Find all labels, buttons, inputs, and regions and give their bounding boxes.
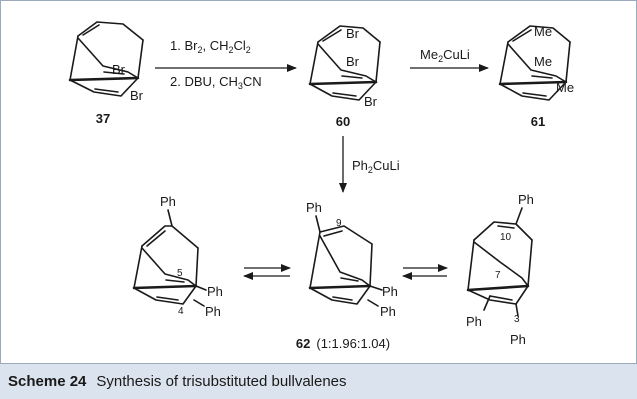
compound-60-br-3: Br: [364, 94, 378, 109]
reaction-scheme: Br Br 37 1. Br2, CH2Cl2 2. DBU, CH3CN Br…: [0, 0, 637, 364]
isomer-c-ph-2: Ph: [466, 314, 482, 329]
caption-text: Synthesis of trisubstituted bullvalenes: [96, 373, 347, 390]
compound-60-br-1: Br: [346, 26, 360, 41]
isomer-a-ph-3: Ph: [205, 304, 221, 319]
isomer-b-ph-2: Ph: [382, 284, 398, 299]
compound-62-label: 62(1:1.96:1.04): [296, 336, 390, 351]
compound-61-me-3: Me: [556, 80, 574, 95]
compound-37-label: 37: [96, 111, 110, 126]
compound-61-me-2: Me: [534, 54, 552, 69]
step1-reagent-line2: 2. DBU, CH3CN: [170, 74, 262, 91]
isomer-b-ph-1: Ph: [306, 200, 322, 215]
compound-37-structure: [68, 21, 144, 97]
isomer-a-ph-2: Ph: [207, 284, 223, 299]
isomer-c-locant-10: 10: [500, 232, 512, 243]
isomer-a-locant-5: 5: [177, 268, 183, 279]
isomer-c-locant-7: 7: [495, 270, 501, 281]
isomer-a-ph-1: Ph: [160, 194, 176, 209]
isomer-b-ph-3: Ph: [380, 304, 396, 319]
step2-reagent: Me2CuLi: [420, 47, 470, 64]
isomer-b-locant-9: 9: [336, 218, 342, 229]
isomer-c-ph-1: Ph: [518, 192, 534, 207]
compound-61-label: 61: [531, 114, 545, 129]
compound-60-structure: [308, 25, 381, 101]
isomer-c-structure: [466, 207, 533, 317]
step1-reagent-line1: 1. Br2, CH2Cl2: [170, 38, 251, 55]
isomer-b-structure: [308, 215, 383, 307]
compound-37-br-2: Br: [130, 88, 144, 103]
compound-60-br-2: Br: [346, 54, 360, 69]
compound-37-br-1: Br: [112, 62, 126, 77]
caption-label: Scheme 24: [8, 373, 87, 390]
compound-60-label: 60: [336, 114, 350, 129]
isomer-c-locant-3: 3: [514, 314, 520, 325]
isomer-c-ph-3: Ph: [510, 332, 526, 347]
isomer-a-locant-4: 4: [178, 306, 184, 317]
compound-61-me-1: Me: [534, 24, 552, 39]
isomer-a-structure: [132, 209, 207, 307]
step3-reagent: Ph2CuLi: [352, 158, 400, 175]
scheme-caption: Scheme 24 Synthesis of trisubstituted bu…: [0, 364, 637, 399]
compound-61-structure: [498, 25, 571, 101]
